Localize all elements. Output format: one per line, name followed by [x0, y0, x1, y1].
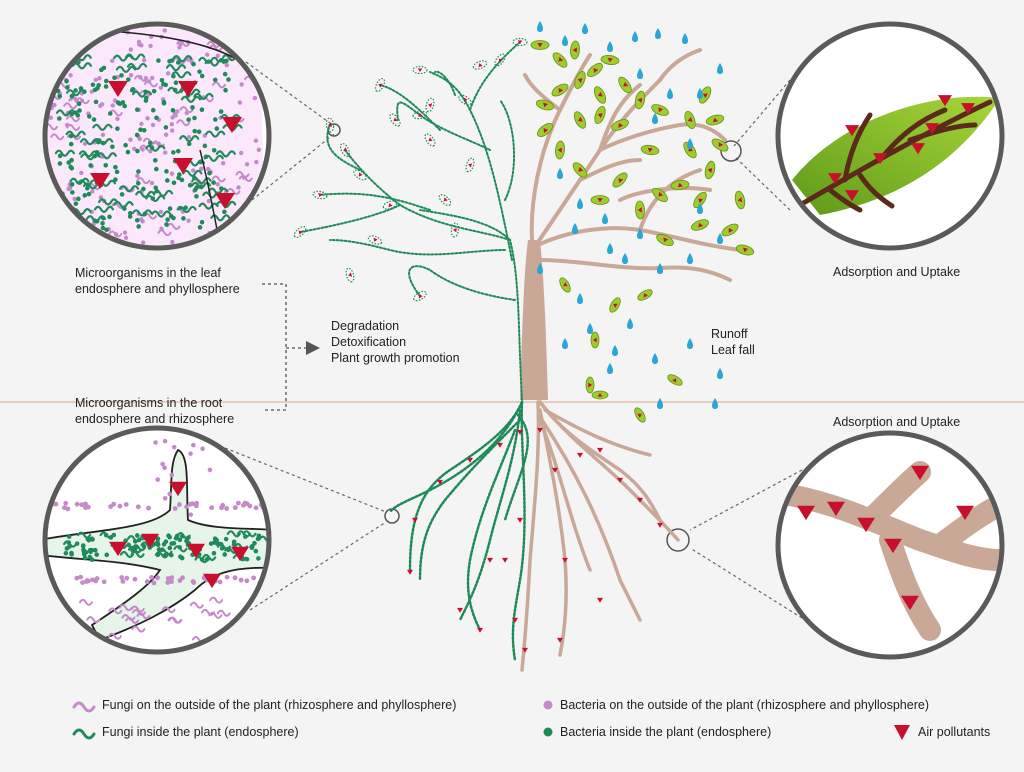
root-microorganisms-line1: Microorganisms in the root: [75, 396, 223, 410]
tree-leaves: [293, 37, 755, 423]
runoff-text: Runoff: [711, 327, 748, 341]
root-adsorption-zoom: [775, 430, 1005, 660]
legend-bacteria-outside: Bacteria on the outside of the plant (rh…: [560, 698, 929, 712]
legend-air-pollutants: Air pollutants: [918, 725, 991, 739]
effect-degradation: Degradation: [331, 319, 400, 333]
effect-arrow-icon: [306, 341, 320, 355]
effect-growth-promotion: Plant growth promotion: [331, 351, 460, 365]
zoom-connectors: [224, 61, 803, 619]
legend-fungi-inside: Fungi inside the plant (endosphere): [102, 725, 299, 739]
tree-trunk: [520, 240, 548, 400]
leaf-fall-text: Leaf fall: [711, 343, 755, 357]
root-microorganisms-label: Microorganisms in the root endosphere an…: [75, 395, 234, 427]
tree-endosphere-branches: [299, 41, 523, 401]
leaf-microbiome-zoom: [42, 21, 272, 251]
air-pollutant-icon: [894, 725, 910, 740]
legend-bacteria-inside: Bacteria inside the plant (endosphere): [560, 725, 772, 739]
root-microorganisms-line2: endosphere and rhizosphere: [75, 412, 235, 426]
runoff-label: Runoff Leaf fall: [711, 326, 755, 358]
leaf-adsorption-zoom: [775, 21, 1005, 251]
adsorption-uptake-bottom-label: Adsorption and Uptake: [833, 415, 961, 429]
leaf-microorganisms-label: Microorganisms in the leaf endosphere an…: [75, 265, 240, 297]
legend-fungi-outside: Fungi on the outside of the plant (rhizo…: [102, 698, 457, 712]
leaf-microorganisms-line1: Microorganisms in the leaf: [75, 266, 221, 280]
bacteria-inside-icon: [543, 727, 553, 737]
water-drops: [537, 21, 723, 409]
legend-icons: [72, 700, 910, 740]
effect-detoxification: Detoxification: [331, 335, 407, 349]
effects-label: Degradation Detoxification Plant growth …: [331, 318, 460, 366]
tree-endosphere-roots: [388, 400, 529, 662]
tree-pollutant-markers: [407, 427, 663, 653]
leaf-microorganisms-line2: endosphere and phyllosphere: [75, 282, 240, 296]
effect-bracket: [262, 283, 306, 411]
fungi-outside-icon: [72, 701, 96, 713]
root-microbiome-zoom: [42, 425, 272, 655]
fungi-inside-icon: [72, 728, 96, 740]
tree-outer-branches: [523, 48, 742, 282]
adsorption-uptake-top-label: Adsorption and Uptake: [833, 265, 961, 279]
tree-outer-roots: [520, 400, 680, 672]
bacteria-outside-icon: [543, 700, 553, 710]
